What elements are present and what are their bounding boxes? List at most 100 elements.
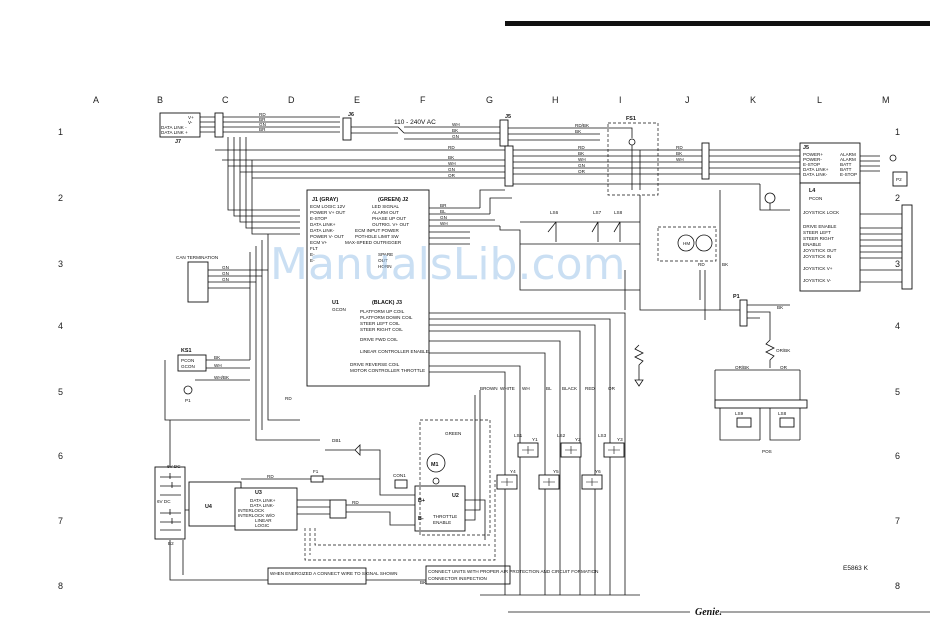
u1-j3-title: (BLACK) J3	[372, 300, 402, 306]
led-ls2: LS2	[557, 433, 566, 438]
fs1-feed	[508, 127, 633, 141]
u1-j1-9: E-	[310, 252, 315, 257]
u1-j1-3: E-STOP	[310, 216, 327, 221]
u1-j2-routes	[479, 189, 640, 291]
v-bl: BL	[546, 386, 552, 391]
col-d: D	[288, 95, 295, 105]
u1-j3-7: DRIVE REVERSE COIL	[350, 362, 400, 367]
j7-label: J7	[175, 139, 181, 145]
p2-label: P2	[896, 177, 902, 182]
v-brown: BROWN	[480, 386, 498, 391]
l4-pcon: J5 POWER+ POWER- E-STOP DATA LINK+ DATA …	[799, 142, 861, 292]
col-i: I	[619, 95, 622, 105]
u1-j1-4: DATA LINK+	[310, 222, 336, 227]
l4-b-1: JOYSTICK LOCK	[803, 210, 840, 215]
ks1-whbk: WH/BK	[214, 375, 230, 380]
ls7-label: LS7	[593, 210, 602, 215]
label-y4: Y4	[510, 469, 516, 474]
sup-wh: WH	[452, 122, 460, 127]
bat-label-b2: B2	[168, 541, 174, 546]
row-6-right: 6	[895, 451, 900, 461]
l4-pin-5: DATA LINK-	[803, 172, 828, 177]
row-2-left: 2	[58, 193, 63, 203]
l4-pin-4: DATA LINK+	[803, 167, 829, 172]
u2-name: U2	[452, 493, 459, 499]
limit-switches: LS6 LS7 LS8	[520, 210, 640, 245]
u1-o-gn: GN	[440, 215, 447, 220]
row-2-right: 2	[895, 193, 900, 203]
valve-ground-bus	[504, 540, 626, 595]
ks1-bk: BK	[214, 355, 221, 360]
k-resistor	[765, 339, 775, 368]
pothole-switch-right	[695, 234, 713, 252]
u2-signal-leads	[465, 390, 486, 540]
u1-j3-6: LINEAR CONTROLLER ENABLE	[360, 349, 429, 354]
pothole-relays: OR/BK OR LS9 LS8 POS	[714, 365, 808, 454]
bus-bk-2: BK	[676, 151, 683, 156]
fs1-box	[607, 122, 659, 196]
j6-label: J6	[348, 112, 354, 118]
brand-logo: Genie.	[695, 607, 722, 618]
motor-m1	[426, 453, 446, 473]
row-4-right: 4	[895, 321, 900, 331]
can-term-box	[187, 261, 209, 303]
led-ls3: LS3	[598, 433, 607, 438]
lower-power-wires	[241, 478, 415, 526]
l4-r-5: E-STOP	[840, 172, 857, 177]
k-connector	[739, 299, 748, 327]
u1-j1-10: E-	[310, 258, 315, 263]
u3-pin-5: LINEAR	[255, 518, 272, 523]
ks1-leads	[195, 359, 250, 381]
battery-plates	[169, 473, 173, 524]
j5-connector: J5	[499, 114, 514, 187]
joystick-leads	[860, 213, 902, 283]
f1-label: F1	[313, 469, 319, 474]
l4-main-box	[799, 182, 861, 292]
ls6-label: LS6	[550, 210, 559, 215]
left-harness	[164, 234, 320, 511]
k-orbk: OR/BK	[776, 348, 791, 353]
u2-line-1: THROTTLE	[433, 514, 457, 519]
j-column-plug	[701, 142, 710, 180]
col-b: B	[157, 95, 163, 105]
u1-o-bl: BL	[440, 209, 446, 214]
pothole-switch-left	[677, 234, 695, 252]
l4-b-5: ENABLE	[803, 242, 821, 247]
battery-pack: 6V DC 6V DC B2	[154, 464, 186, 546]
u3-name: U3	[255, 490, 262, 496]
motor-dashed-area	[419, 419, 491, 536]
watermark: ManualsLib.com	[270, 239, 625, 290]
j7-line-4: DATA LINK +	[161, 130, 188, 135]
j7-wire-br: BR	[259, 117, 266, 122]
ks1-keyswitch: KS1 PCON GCON BK WH WH/BK P1	[177, 348, 250, 403]
note-3: CONNECTOR INSPECTION	[428, 576, 487, 581]
u1-j1-title: J1 (GRAY)	[312, 197, 338, 203]
j5-lower	[504, 145, 514, 187]
u1-j2-4: OUTRIG. V+ OUT	[372, 222, 409, 227]
label-y2: Y2	[575, 437, 581, 442]
beacon-leads	[759, 184, 790, 211]
u1-j2-8: SPARE	[378, 252, 393, 257]
joystick-connector	[901, 204, 913, 290]
u4-name: U4	[205, 504, 212, 510]
db1-label: DB1	[332, 438, 341, 443]
can-term-leads	[208, 269, 268, 289]
ks1-wh: WH	[214, 363, 222, 368]
lp-rd2: RD	[352, 500, 359, 505]
lower-dashed-wires	[304, 480, 496, 561]
k-bk: BK	[777, 305, 784, 310]
u1-j1-2: POWER V+ OUT	[310, 210, 346, 215]
bus-gn: GN	[578, 163, 585, 168]
col-k: K	[750, 95, 756, 105]
relay-wire-1: OR/BK	[735, 365, 750, 370]
row-3-left: 3	[58, 259, 63, 269]
con1-contactor	[394, 479, 408, 489]
u1-j3-4: STEER RIGHT COIL	[360, 327, 403, 332]
j5-label: J5	[505, 114, 511, 120]
j7-bus	[223, 116, 340, 133]
row-7-right: 7	[895, 516, 900, 526]
battery-cells	[160, 476, 181, 531]
u1-name: U1	[332, 300, 339, 306]
row-4-left: 4	[58, 321, 63, 331]
j6-plug	[342, 117, 352, 141]
